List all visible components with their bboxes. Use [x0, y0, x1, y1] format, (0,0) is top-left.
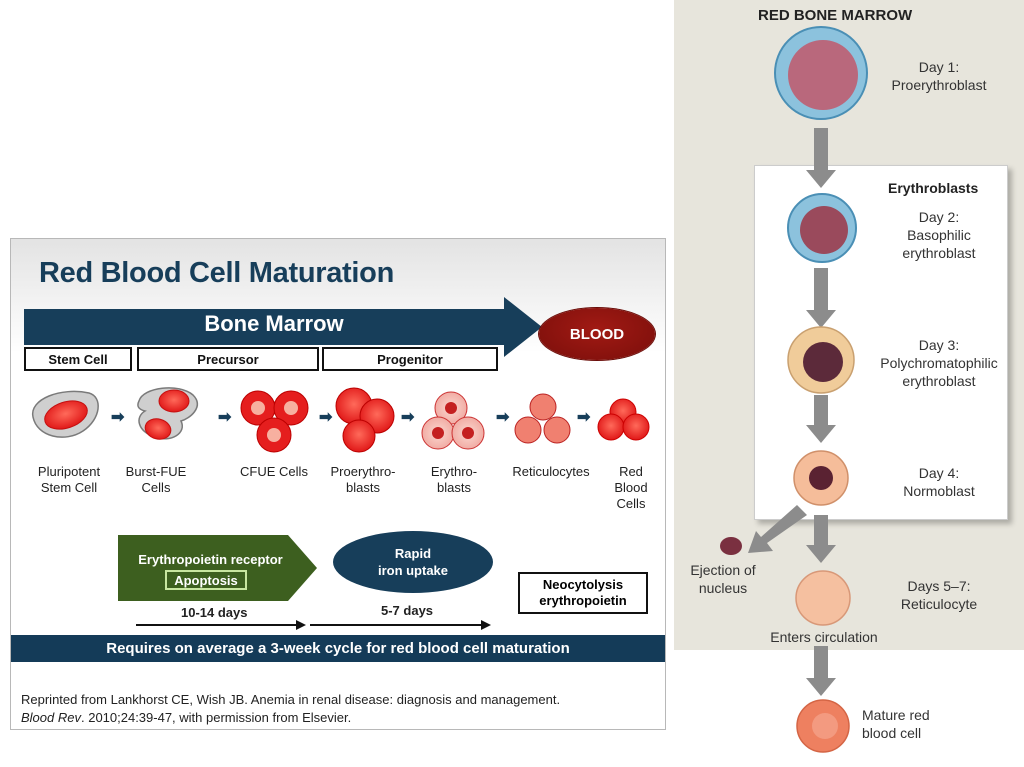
stage-arrows: [748, 128, 836, 563]
stage-day5-7-label: Days 5–7:Reticulocyte: [900, 578, 978, 612]
rbc-maturation-figure: Red Blood Cell Maturation Bone Marrow BL…: [10, 238, 666, 730]
bone-marrow-label: Bone Marrow: [204, 311, 344, 336]
blood-label: BLOOD: [569, 325, 625, 343]
figure-title: Red Blood Cell Maturation: [39, 257, 395, 289]
mature-rbc-icon: [796, 699, 850, 753]
flow-arrow-icon: ➡: [496, 409, 510, 426]
stage-day4-label: Day 4:Normoblast: [903, 465, 975, 499]
blood-oval: BLOOD: [539, 308, 655, 360]
citation: Reprinted from Lankhorst CE, Wish JB. An…: [21, 692, 561, 725]
phase-stem-cell: Stem Cell: [24, 347, 132, 371]
reticulocyte-cell-icon: [795, 570, 851, 626]
phase-precursor: Precursor: [137, 347, 319, 371]
burst-fue-cells-icon: [137, 387, 199, 440]
proerythroblasts-icon: [335, 387, 395, 453]
red-blood-cells-icon: [597, 398, 650, 441]
duration-10-14: 10-14 days: [181, 605, 248, 620]
pluripotent-stem-cell-icon: [32, 390, 99, 438]
circulation-arrow-icon: [806, 646, 836, 696]
stage-day1-label: Day 1:Proerythroblast: [891, 59, 987, 93]
flow-arrow-icon: ➡: [218, 409, 232, 426]
normoblast-cell-icon: [793, 450, 849, 506]
duration-arrows: [136, 620, 491, 630]
erythroblasts-label: Erythroblasts: [888, 180, 979, 196]
bone-marrow-arrow: [24, 297, 542, 357]
duration-5-7: 5-7 days: [381, 603, 434, 618]
epo-receptor-label: Erythropoietin receptor: [138, 552, 283, 567]
enters-circulation-label: Enters circulation: [770, 629, 878, 645]
flow-arrow-icon: ➡: [401, 409, 415, 426]
mature-cell-diagram: [796, 646, 850, 753]
red-bone-marrow-panel: RED BONE MARROW Erythroblasts: [674, 0, 1024, 650]
cell-label-proerythroblasts: Proerythro-blasts: [330, 464, 396, 495]
cycle-text: Requires on average a 3-week cycle for r…: [106, 640, 570, 657]
polychromatophilic-erythroblast-cell-icon: [787, 326, 855, 394]
flow-arrow-icon: ➡: [111, 409, 125, 426]
proerythroblast-cell-icon: [774, 26, 868, 120]
epo-receptor-shape: [118, 535, 317, 601]
phase-progenitor: Progenitor: [322, 347, 498, 371]
basophilic-erythroblast-cell-icon: [787, 193, 857, 263]
apoptosis-label: Apoptosis: [165, 570, 247, 590]
erythroblasts-icon: [421, 391, 485, 450]
ejected-nucleus-icon: [720, 537, 742, 555]
cycle-banner: Requires on average a 3-week cycle for r…: [11, 635, 665, 662]
flow-arrow-icon: ➡: [577, 409, 591, 426]
cfue-cells-icon: [240, 390, 309, 453]
flow-arrow-icon: ➡: [319, 409, 333, 426]
cell-illustrations: ➡ ➡ ➡ ➡ ➡ ➡: [32, 387, 650, 453]
cell-label-cfue: CFUE Cells: [240, 464, 308, 479]
cell-label-reticulocytes: Reticulocytes: [512, 464, 590, 479]
reticulocytes-icon: [514, 393, 571, 444]
red-bone-marrow-title: RED BONE MARROW: [758, 7, 913, 24]
cell-label-erythroblasts: Erythro-blasts: [430, 464, 478, 495]
marrow-cell-diagram: [720, 26, 868, 626]
